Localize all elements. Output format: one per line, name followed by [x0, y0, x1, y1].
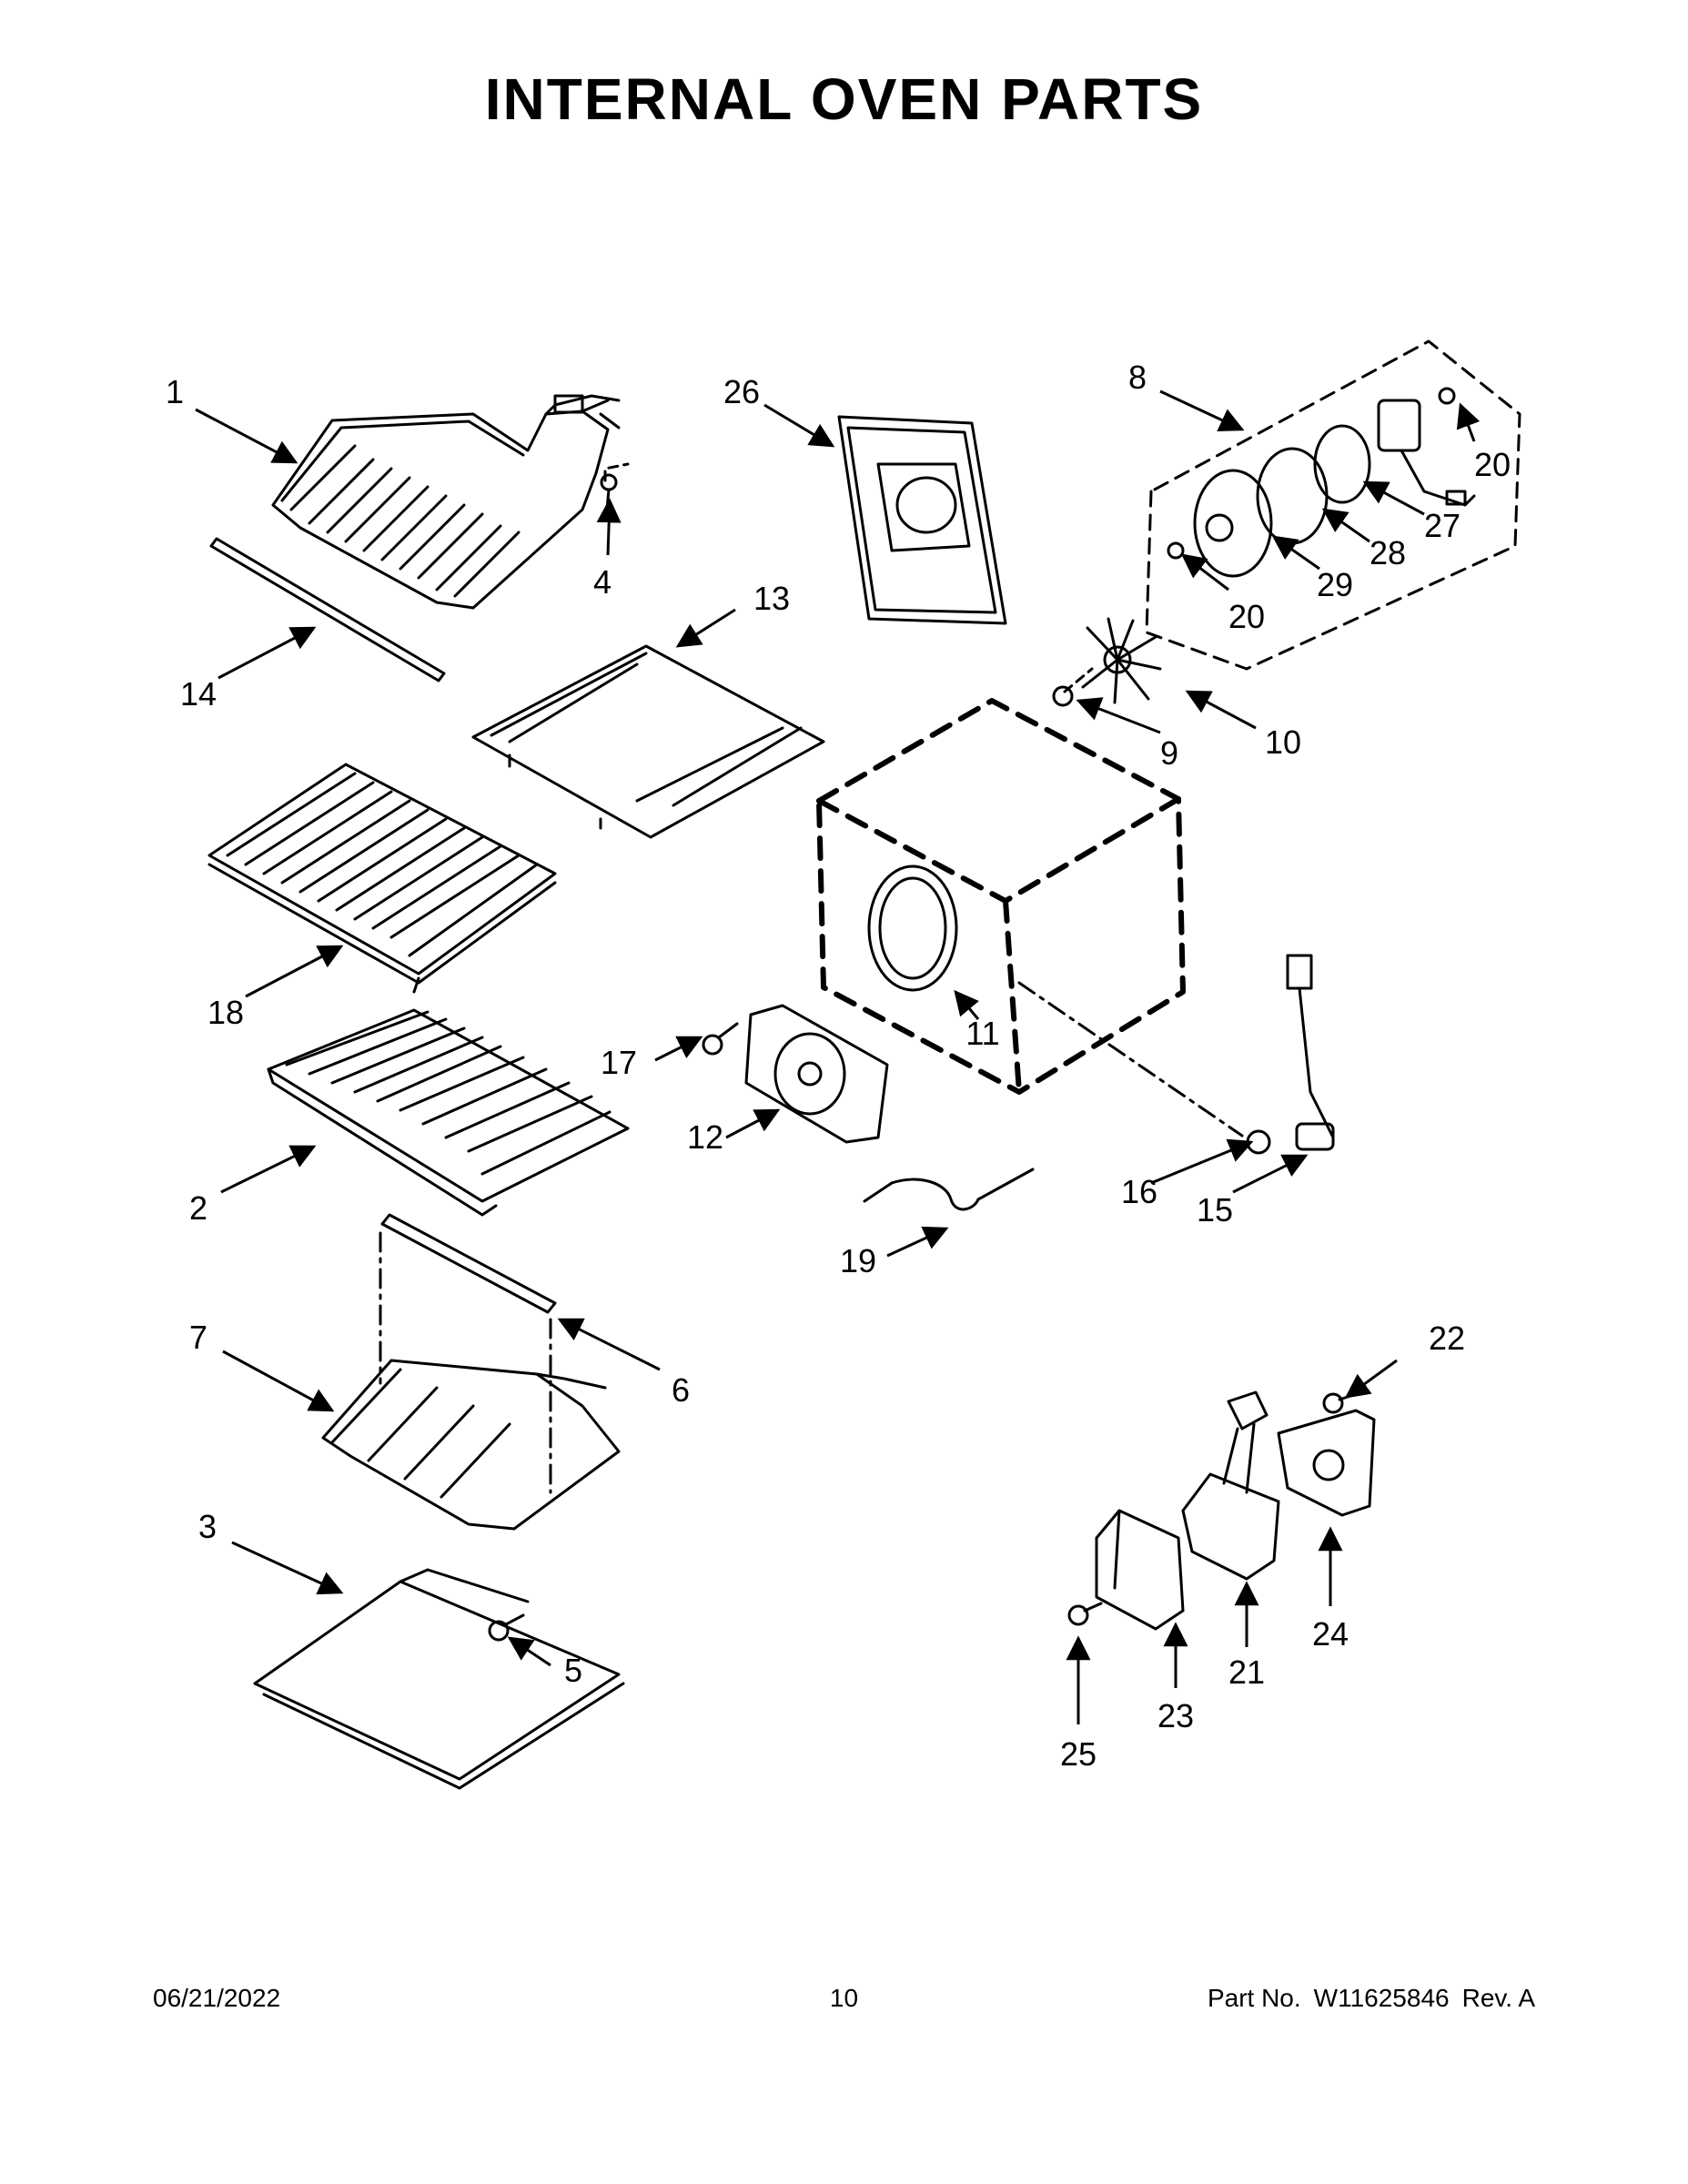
- oven-cavity-illustration: [816, 698, 1186, 1095]
- callout-19: 19: [840, 1242, 876, 1279]
- callout-23: 23: [1157, 1697, 1194, 1734]
- footer-page-number: 10: [829, 1984, 859, 2012]
- callout-18: 18: [207, 994, 244, 1031]
- back-panel-illustration: [837, 415, 1007, 625]
- convection-cover-illustration: [744, 1004, 889, 1144]
- footer-part-number: W11625846: [1313, 1984, 1450, 2012]
- footer-part-label: Part No.: [1207, 1984, 1301, 2012]
- callout-8: 8: [1128, 359, 1147, 396]
- screw-illustration: [702, 1022, 739, 1056]
- baffle-illustration: [471, 644, 825, 839]
- rack-glides-illustration: [207, 763, 557, 994]
- meat-probe-illustration: [863, 1168, 1035, 1211]
- bracket-illustration: [380, 1213, 557, 1314]
- callout-21: 21: [1228, 1653, 1265, 1691]
- callout-17: 17: [601, 1044, 637, 1081]
- callout-20-bottom: 20: [1228, 598, 1265, 635]
- nut-illustration: [1052, 685, 1074, 707]
- oven-rack-illustration: [267, 1008, 630, 1217]
- callout-29: 29: [1317, 566, 1353, 603]
- rail-illustration: [209, 537, 446, 682]
- callout-11: 11: [965, 1015, 999, 1052]
- callout-1: 1: [166, 373, 184, 410]
- callout-20-top: 20: [1474, 446, 1511, 483]
- callout-25: 25: [1060, 1735, 1097, 1773]
- leader-arrows: [195, 389, 1481, 1724]
- callout-9: 9: [1160, 734, 1178, 772]
- callout-numbers: 1 26 8 20 4 20 27 28 29 13 14 10 9 18 11…: [166, 359, 1511, 1773]
- convection-ring-illustration: [867, 864, 958, 992]
- callout-5: 5: [564, 1652, 582, 1689]
- callout-4: 4: [593, 563, 612, 601]
- broil-element-illustration: [271, 394, 621, 610]
- screw-illustration: [1322, 1392, 1358, 1414]
- callout-27: 27: [1424, 507, 1461, 544]
- callout-13: 13: [753, 580, 790, 617]
- callout-12: 12: [687, 1118, 723, 1156]
- callout-7: 7: [189, 1319, 207, 1356]
- callout-14: 14: [180, 675, 217, 713]
- terminal-block-illustration: [1181, 1390, 1280, 1581]
- screw-illustration: [488, 1613, 525, 1642]
- fan-blade-illustration: [1081, 617, 1162, 704]
- callout-2: 2: [189, 1189, 207, 1227]
- temperature-sensor-illustration: [1286, 954, 1335, 1151]
- screw-illustration: [1067, 1602, 1103, 1626]
- bottom-panel-illustration: [253, 1568, 625, 1790]
- callout-28: 28: [1370, 534, 1406, 571]
- footer-date: 06/21/2022: [153, 1984, 281, 2012]
- footer-revision: Rev. A: [1461, 1984, 1535, 2012]
- callout-26: 26: [723, 373, 760, 410]
- fan-motor-illustration: [1377, 399, 1476, 507]
- callout-16: 16: [1121, 1173, 1157, 1210]
- callout-22: 22: [1429, 1320, 1465, 1357]
- footer-part-info: Part No. W11625846 Rev. A: [1195, 1984, 1535, 2013]
- callout-24: 24: [1312, 1615, 1349, 1653]
- callout-3: 3: [198, 1508, 217, 1545]
- callout-10: 10: [1265, 723, 1301, 761]
- control-box-illustration: [1095, 1509, 1185, 1631]
- callout-6: 6: [672, 1371, 690, 1409]
- callout-15: 15: [1197, 1191, 1233, 1228]
- fan-motor-plate-illustration: [1193, 424, 1371, 578]
- page-title: INTERNAL OVEN PARTS: [484, 66, 1204, 132]
- bake-element-illustration: [321, 1359, 621, 1531]
- bracket-plate-illustration: [1277, 1409, 1376, 1517]
